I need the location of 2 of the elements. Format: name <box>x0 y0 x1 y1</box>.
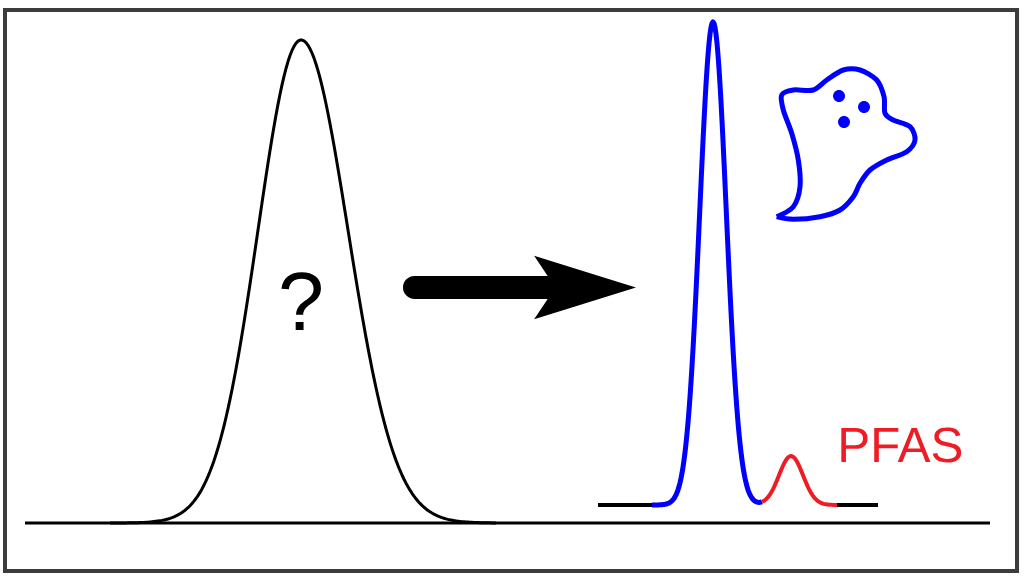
question-mark: ? <box>281 272 321 330</box>
peak-label: PFAS <box>841 427 962 463</box>
